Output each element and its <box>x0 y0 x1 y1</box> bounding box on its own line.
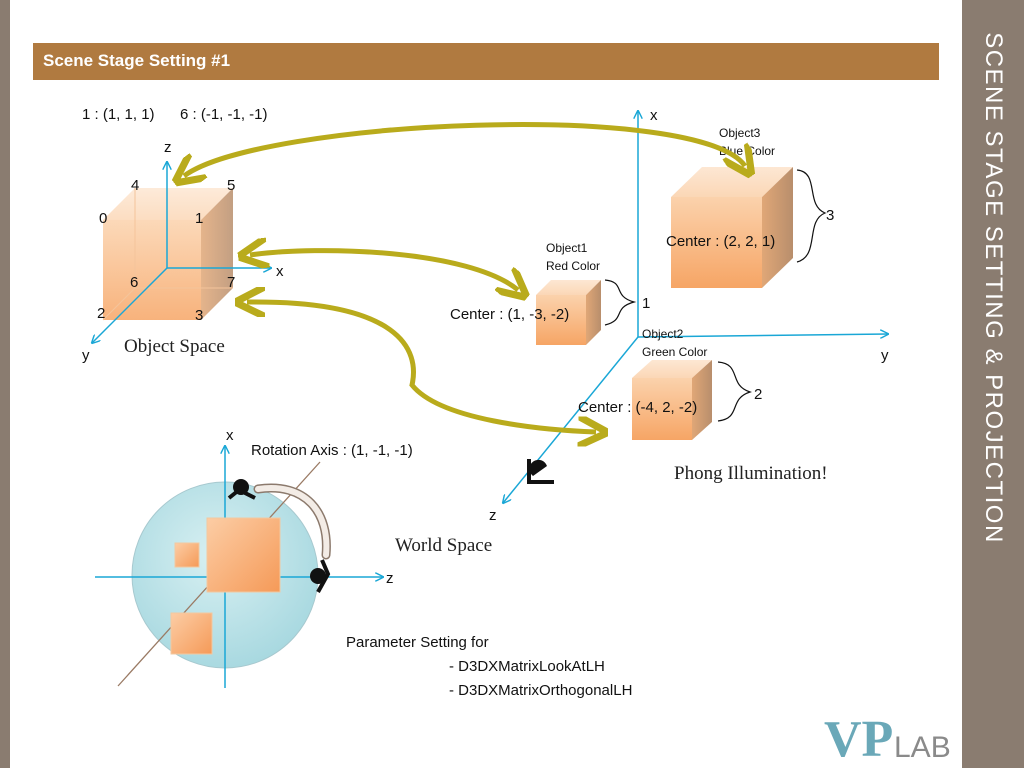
camera-icon-top <box>227 479 256 500</box>
vertex-label-5: 5 <box>227 177 235 194</box>
object2-center: Center : (-4, 2, -2) <box>578 399 697 416</box>
rotation-arrow-inner <box>255 485 330 558</box>
world-axis-y: y <box>881 347 889 364</box>
world-axis-x: x <box>650 107 658 124</box>
object1-brace-label: 1 <box>642 295 650 312</box>
object-axis-y: y <box>82 347 90 364</box>
parameter-item-1: - D3DXMatrixLookAtLH <box>449 658 605 675</box>
vertex-label-0: 0 <box>99 210 107 227</box>
vertex-label-4: 4 <box>131 177 139 194</box>
rotation-axis-label: Rotation Axis : (1, -1, -1) <box>251 442 413 459</box>
title-banner: Scene Stage Setting #1 <box>33 43 939 80</box>
object-space-cube <box>102 188 233 321</box>
world-space-caption: World Space <box>395 535 492 556</box>
object3-brace <box>796 169 827 263</box>
mapping-arrows <box>184 122 745 432</box>
object3-name: Object3 <box>719 126 761 140</box>
vertex-label-7: 7 <box>227 274 235 291</box>
camera-icon-side <box>310 559 331 593</box>
rotated-cube-large <box>206 517 281 593</box>
vertex-note-2: 6 : (-1, -1, -1) <box>180 106 268 123</box>
vp-lab-logo: VP LAB <box>824 711 951 768</box>
vertex-label-3: 3 <box>195 307 203 324</box>
rotated-cube-medium <box>170 612 213 655</box>
vertex-label-2: 2 <box>97 305 105 322</box>
object2-brace-label: 2 <box>754 386 762 403</box>
side-title-panel <box>962 0 1024 768</box>
object-axis-x: x <box>276 263 284 280</box>
vertex-label-1: 1 <box>195 210 203 227</box>
rotation-axis-x: x <box>226 427 234 444</box>
object2-brace <box>717 361 752 422</box>
object2-name: Object2 <box>642 327 684 341</box>
rotation-axis-z: z <box>386 570 394 587</box>
object1-color: Red Color <box>546 259 600 273</box>
vertex-label-6: 6 <box>130 274 138 291</box>
object1-brace <box>604 279 637 326</box>
object2-cube <box>632 360 712 440</box>
object1-center: Center : (1, -3, -2) <box>450 306 569 323</box>
rotated-cube-small <box>174 542 200 568</box>
parameter-heading: Parameter Setting for <box>346 634 489 651</box>
object-space-caption: Object Space <box>124 336 225 357</box>
banner-title: Scene Stage Setting #1 <box>43 51 231 70</box>
world-axis-z: z <box>489 507 497 524</box>
object1-name: Object1 <box>546 241 588 255</box>
logo-word: LAB <box>894 731 951 764</box>
object3-cube <box>671 167 793 288</box>
illumination-note: Phong Illumination! <box>674 463 828 484</box>
object-axis-z: z <box>164 139 172 156</box>
object2-color: Green Color <box>642 345 707 359</box>
parameter-item-2: - D3DXMatrixOrthogonalLH <box>449 682 632 699</box>
vertex-note-1: 1 : (1, 1, 1) <box>82 106 155 123</box>
logo-letters: VP <box>824 711 893 768</box>
object3-center: Center : (2, 2, 1) <box>666 233 775 250</box>
left-border-bar <box>0 0 10 768</box>
object3-brace-label: 3 <box>826 207 834 224</box>
camera-icon <box>527 459 554 484</box>
